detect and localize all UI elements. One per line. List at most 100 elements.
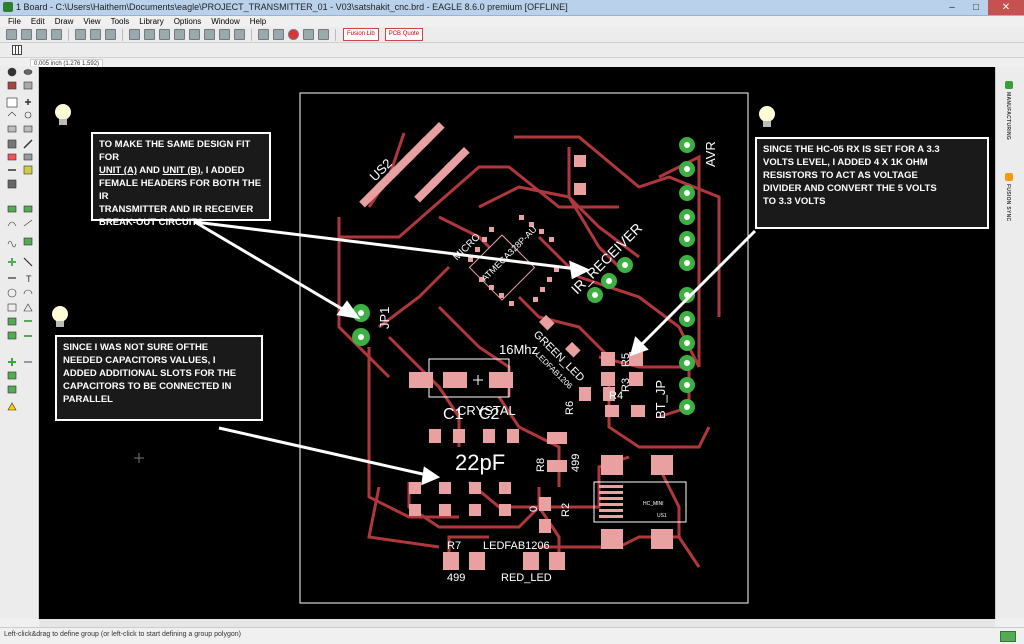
polygon-icon[interactable]: [23, 303, 33, 312]
schematic-icon[interactable]: [90, 29, 101, 40]
mirror-icon[interactable]: [7, 111, 17, 117]
menu-view[interactable]: View: [83, 17, 101, 26]
bt-header: [679, 287, 695, 415]
menu-library[interactable]: Library: [139, 17, 164, 26]
arc-icon[interactable]: [23, 289, 33, 295]
script-icon[interactable]: [129, 29, 140, 40]
lightbulb-icon: [55, 104, 71, 125]
menu-tools[interactable]: Tools: [110, 17, 130, 26]
slice-icon[interactable]: [23, 219, 33, 227]
tool-icons: T: [6, 67, 33, 411]
change-icon[interactable]: [23, 139, 33, 149]
smd-icon[interactable]: [7, 317, 17, 326]
horizontal-scrollbar[interactable]: [39, 619, 995, 627]
zoom-select-icon[interactable]: [204, 29, 215, 40]
toolbar-separator: [251, 28, 252, 41]
status-indicator[interactable]: [1000, 631, 1016, 642]
warning-icon[interactable]: [7, 402, 17, 411]
menu-file[interactable]: File: [8, 17, 21, 26]
label-ledfab-bottom: LEDFAB1206: [483, 540, 550, 552]
drc-icon[interactable]: [8, 358, 16, 366]
ripup-icon[interactable]: [23, 205, 33, 213]
minimize-button[interactable]: –: [949, 2, 955, 13]
print-icon[interactable]: [36, 29, 47, 40]
save-icon[interactable]: [21, 29, 32, 40]
label-us1: US1: [657, 513, 667, 519]
undo-icon[interactable]: [258, 29, 269, 40]
delete-icon[interactable]: [7, 139, 17, 149]
rect-icon[interactable]: [7, 303, 17, 312]
add-icon[interactable]: [7, 153, 17, 161]
rotate-icon[interactable]: [24, 111, 32, 119]
mark-icon[interactable]: [23, 81, 33, 90]
replace-icon[interactable]: [23, 153, 33, 161]
optimize-icon[interactable]: [23, 165, 33, 175]
meander-icon[interactable]: [7, 221, 17, 227]
menu-draw[interactable]: Draw: [54, 17, 74, 26]
label-crystal: CRYSTAL: [457, 403, 516, 418]
zoom-in-icon[interactable]: [174, 29, 185, 40]
info-icon[interactable]: [7, 67, 17, 77]
resistor-group: [579, 352, 645, 417]
label-c1: C1: [443, 406, 464, 423]
hole-icon[interactable]: [7, 331, 17, 340]
menu-options[interactable]: Options: [173, 17, 202, 26]
cam-icon[interactable]: [51, 29, 62, 40]
layers-icon[interactable]: [7, 81, 17, 90]
label-r3: R3: [620, 378, 632, 392]
copy-icon[interactable]: [7, 125, 17, 133]
zoom-fit-icon[interactable]: [159, 29, 170, 40]
label-bt-jp: BT_JP: [653, 380, 668, 419]
wire-icon[interactable]: [7, 240, 17, 248]
menu-help[interactable]: Help: [249, 17, 267, 26]
route-icon[interactable]: [7, 205, 17, 213]
eagle-app-icon: [3, 2, 13, 12]
zoom-previous-icon[interactable]: [219, 29, 230, 40]
paste-icon[interactable]: [23, 125, 33, 133]
show-icon[interactable]: [23, 69, 33, 75]
redo-icon[interactable]: [273, 29, 284, 40]
board-canvas[interactable]: US2 MICRO ATMEGA328P-AU AVR: [39, 67, 995, 619]
board-icon[interactable]: [75, 29, 86, 40]
lightbulb-icon: [759, 106, 775, 127]
text-icon[interactable]: T: [26, 274, 32, 284]
stop-icon[interactable]: [288, 29, 299, 40]
move-icon[interactable]: [25, 99, 31, 105]
window-title: 1 Board - C:\Users\Haithem\Documents\eag…: [16, 2, 568, 12]
menu-edit[interactable]: Edit: [30, 17, 45, 26]
r2-resistor: [539, 497, 551, 533]
r8-resistor: [547, 432, 567, 472]
ulp-icon[interactable]: [144, 29, 155, 40]
label-red-led: RED_LED: [501, 572, 552, 584]
pcb-quote-button[interactable]: PCB Quote: [384, 28, 424, 41]
toolbar-separator: [68, 28, 69, 41]
redraw-icon[interactable]: [234, 29, 245, 40]
hc-module-outline: [593, 481, 687, 523]
dimension-icon[interactable]: [23, 237, 33, 246]
menu-window[interactable]: Window: [211, 17, 240, 26]
manufacturing-tab[interactable]: MANUFACTURING: [1005, 81, 1017, 140]
via-icon[interactable]: [8, 258, 16, 266]
zoom-out-icon[interactable]: [189, 29, 200, 40]
fusion-lib-button[interactable]: Fusion Lib: [343, 28, 379, 41]
group-select-icon[interactable]: [6, 97, 18, 108]
grid-icon[interactable]: [12, 45, 22, 55]
close-button[interactable]: ✕: [988, 0, 1024, 15]
left-tool-palette: T: [0, 66, 39, 619]
note-female-headers: TO MAKE THE SAME DESIGN FIT FOR UNIT (A)…: [91, 132, 271, 228]
help-icon[interactable]: [318, 29, 329, 40]
miter-icon[interactable]: [23, 257, 33, 267]
circle-icon[interactable]: [7, 288, 17, 298]
autorouter-icon[interactable]: [7, 385, 17, 394]
ratsnest-icon[interactable]: [7, 371, 17, 380]
open-icon[interactable]: [6, 29, 17, 40]
crystal: [409, 358, 513, 398]
annotation-arrows: [194, 220, 757, 486]
label-jp1: JP1: [377, 307, 392, 329]
menu-bar: File Edit Draw View Tools Library Option…: [0, 16, 1024, 27]
go-icon[interactable]: [303, 29, 314, 40]
library-icon[interactable]: [105, 29, 116, 40]
lock-icon[interactable]: [7, 179, 17, 189]
fusion-sync-tab[interactable]: FUSION SYNC: [1005, 173, 1017, 221]
maximize-button[interactable]: □: [972, 2, 980, 13]
